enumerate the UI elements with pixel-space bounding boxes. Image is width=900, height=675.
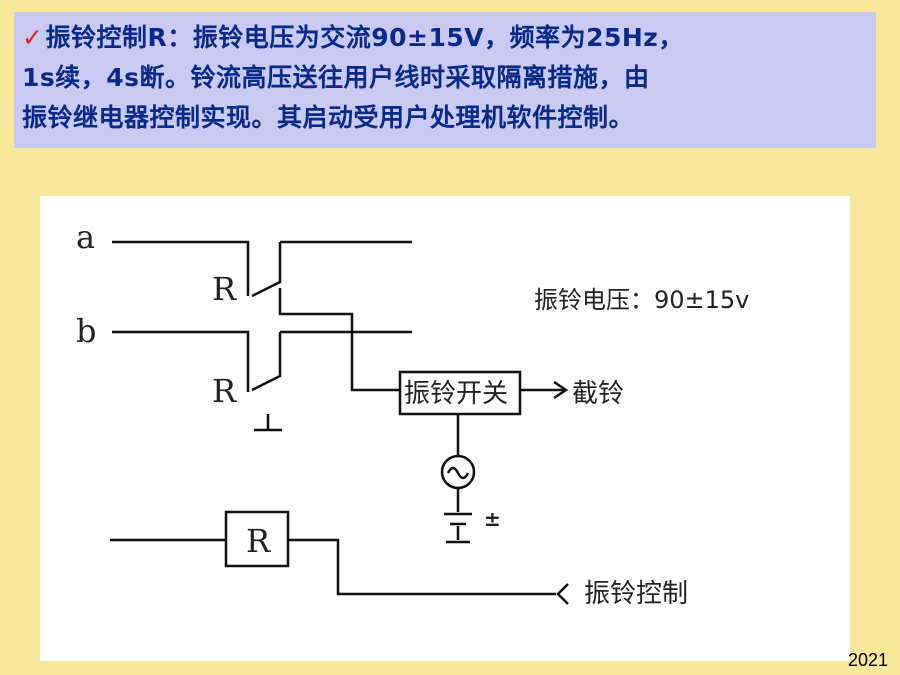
control-arrow: [556, 583, 569, 605]
ring-switch-box: [398, 370, 522, 416]
line-b-left: [112, 330, 250, 392]
circuit-diagram: a b R R 振铃电压：90±15v 振铃开关 截铃 R 振铃控制 ±: [40, 196, 850, 661]
note-line-2: 1s续，4s断。铃流高压送往用户线时采取隔离措施，由: [22, 63, 650, 92]
label-a: a: [76, 218, 95, 256]
relay-wire-right: [288, 538, 556, 596]
output-arrow: [553, 380, 569, 400]
note-box: [14, 12, 876, 148]
line-a-left: [112, 240, 250, 296]
label-r-mid: R: [212, 372, 237, 410]
ac-wave: [446, 466, 470, 480]
switch-label: 振铃开关: [404, 379, 508, 409]
note-line-3: 振铃继电器控制实现。其启动受用户处理机软件控制。: [22, 103, 635, 132]
check-icon: ✓: [22, 23, 44, 52]
note-text: ✓振铃控制R：振铃电压为交流90±15V，频率为25Hz， 1s续，4s断。铃流…: [22, 18, 872, 138]
note-line-1: ✓振铃控制R：振铃电压为交流90±15V，频率为25Hz，: [22, 18, 872, 58]
link-wire: [278, 288, 400, 392]
note-line-1-text: 振铃控制R：振铃电压为交流90±15V，频率为25Hz，: [45, 23, 684, 52]
battery-sign: ±: [484, 507, 501, 531]
footer-year: 2021: [847, 650, 888, 670]
output-label: 截铃: [572, 379, 624, 409]
contact-b: [251, 332, 282, 392]
contact-a: [251, 242, 282, 298]
relay-label: R: [246, 522, 271, 560]
label-r-top: R: [212, 270, 237, 308]
label-voltage: 振铃电压：90±15v: [534, 286, 749, 314]
control-label: 振铃控制: [584, 579, 688, 609]
circuit-svg: a b R R 振铃电压：90±15v 振铃开关 截铃 R 振铃控制 ±: [76, 218, 749, 609]
label-b: b: [76, 312, 96, 350]
